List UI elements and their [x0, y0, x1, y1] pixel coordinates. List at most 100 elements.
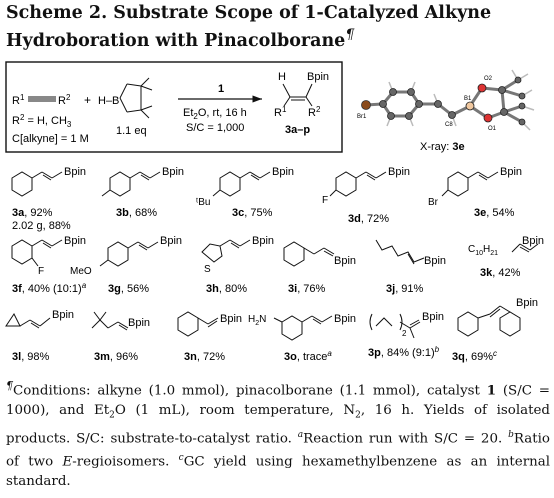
yield-3p: 3p, 84% (9:1)b: [368, 345, 440, 359]
product-r1: R1: [274, 105, 287, 119]
substituent-3o: H2N: [248, 314, 266, 327]
reactant-r2: R2: [58, 93, 71, 107]
xray-structure: O2 B1 C8 O1 Br1 X-ray: 3e: [357, 69, 535, 153]
product-bpin: Bpin: [307, 71, 329, 83]
atom-label-c8: C8: [445, 122, 453, 128]
footnote-b-text2: -regioisomers.: [72, 454, 179, 470]
bpin-3o: Bpin: [334, 313, 356, 325]
bpin-3j: Bpin: [424, 255, 446, 267]
yield-3a: 3a, 92%: [12, 207, 53, 219]
bpin-3k: Bpin: [522, 235, 544, 247]
bpin-3h: Bpin: [252, 235, 274, 247]
structure-3q: [457, 305, 521, 337]
yield-3d: 3d, 72%: [348, 213, 389, 225]
structure-3j: [375, 239, 425, 265]
bpin-3b: Bpin: [162, 166, 184, 178]
hbpin-hb: H–B: [98, 95, 119, 107]
footnote-yields: , 16 h. Yields of isolated products. S/C…: [6, 403, 550, 447]
structure-3d: [329, 171, 387, 197]
footnote-solvent: O (1 mL), room temperature, N: [114, 403, 356, 419]
structure-3c: [212, 171, 271, 197]
r2-definition: R2 = H, CH3: [12, 113, 72, 129]
footnote-a-mark: a: [297, 430, 304, 441]
yield-3j: 3j, 91%: [386, 283, 424, 295]
substituent-3c: ᵗBu: [196, 197, 210, 208]
atom-label-o2: O2: [484, 76, 493, 82]
hbpin-equivalents: 1.1 eq: [116, 125, 147, 137]
product-label: 3a–p: [285, 124, 310, 136]
structure-3e: [441, 171, 499, 197]
bpin-3m: Bpin: [128, 317, 150, 329]
footnote-a-text: Reaction run with S/C = 20.: [303, 431, 509, 447]
footnote-b-mark: b: [508, 430, 514, 441]
yield-3l: 3l, 98%: [12, 351, 50, 363]
xray-caption: X-ray: 3e: [420, 141, 465, 153]
structure-3f: [11, 239, 63, 267]
yield-3f: 3f, 40% (10:1)a: [12, 281, 87, 295]
yield-3m: 3m, 96%: [94, 351, 138, 363]
yield-3h: 3h, 80%: [206, 283, 247, 295]
footnote-b-e: E: [62, 454, 73, 470]
yield-3q: 3q, 69%c: [452, 349, 497, 363]
yield-3c: 3c, 75%: [232, 207, 273, 219]
footnote-c-text: GC yield using hexamethylbenzene as an i…: [6, 454, 550, 490]
yield-3n: 3n, 72%: [184, 351, 225, 363]
bpin-3f: Bpin: [64, 235, 86, 247]
title-dagger: ¶: [345, 27, 355, 43]
bpin-3g: Bpin: [160, 235, 182, 247]
alkyne-concentration: C[alkyne] = 1 M: [12, 133, 89, 145]
substituent-3h: S: [204, 264, 211, 275]
footnote-sub2: 2: [355, 410, 361, 421]
atom-label-b1: B1: [464, 96, 472, 102]
footnote-b-text: Ratio of two: [6, 431, 550, 470]
footnote-conditions: Conditions: alkyne (1.0 mmol), pinacolbo…: [13, 383, 487, 399]
bpin-3c: Bpin: [272, 166, 294, 178]
product-h: H: [278, 71, 286, 83]
footnote-sc: (S/C = 1000), and Et: [6, 383, 551, 419]
scheme-graphic: R1 R2 + R2 = H, CH3 C[alkyne] = 1 M H–B …: [5, 61, 544, 363]
structure-3a: [11, 171, 63, 197]
scheme-title: Scheme 2. Substrate Scope of 1-Catalyzed…: [6, 2, 546, 52]
reactant-r1: R1: [12, 93, 25, 107]
bpin-3e: Bpin: [500, 166, 522, 178]
yield-3o: 3o, tracea: [284, 349, 332, 363]
substituent-3k: C10H21: [468, 244, 498, 257]
scale-3a: 2.02 g, 88%: [12, 220, 71, 232]
footnote-dagger: ¶: [6, 379, 13, 392]
yield-3g: 3g, 56%: [108, 283, 149, 295]
conditions-line2: S/C = 1,000: [186, 122, 244, 134]
yield-3e: 3e, 54%: [474, 207, 515, 219]
bpin-3n: Bpin: [220, 313, 242, 325]
footnote-sub1: 2: [109, 410, 115, 421]
catalyst-label: 1: [218, 83, 224, 95]
reaction-box: R1 R2 + R2 = H, CH3 C[alkyne] = 1 M H–B …: [5, 61, 343, 153]
yield-3i: 3i, 76%: [288, 283, 326, 295]
bpin-3a: Bpin: [64, 166, 86, 178]
title-line2: Hydroboration with Pinacolborane: [6, 30, 346, 51]
conditions-line1: Et2O, rt, 16 h: [183, 107, 247, 121]
yield-3b: 3b, 68%: [116, 207, 157, 219]
bpin-3l: Bpin: [52, 309, 74, 321]
bpin-3d: Bpin: [388, 166, 410, 178]
structure-3b: [101, 171, 161, 197]
substituent-3e: Br: [428, 197, 439, 208]
substituent-3p: 2: [402, 329, 407, 338]
footnote-c-mark: c: [178, 453, 184, 464]
structure-3l: [5, 313, 51, 329]
atom-label-o1: O1: [488, 126, 497, 132]
bpin-3p: Bpin: [422, 311, 444, 323]
plus-sign: +: [84, 93, 91, 107]
product-r2: R2: [308, 105, 321, 119]
yield-3k: 3k, 42%: [480, 267, 521, 279]
structure-3h: [201, 239, 251, 263]
bpin-3i: Bpin: [334, 255, 356, 267]
structure-3k: [511, 243, 539, 253]
substituent-3g: MeO: [70, 266, 92, 277]
atom-label-br1: Br1: [357, 114, 367, 120]
footnote-catalyst: 1: [486, 382, 497, 399]
bpin-3q: Bpin: [516, 297, 538, 309]
structure-3o: [273, 315, 333, 341]
scheme-footnote: ¶Conditions: alkyne (1.0 mmol), pinacolb…: [6, 376, 550, 492]
pinacol-ring: [119, 77, 153, 119]
structure-3i: [283, 241, 335, 267]
